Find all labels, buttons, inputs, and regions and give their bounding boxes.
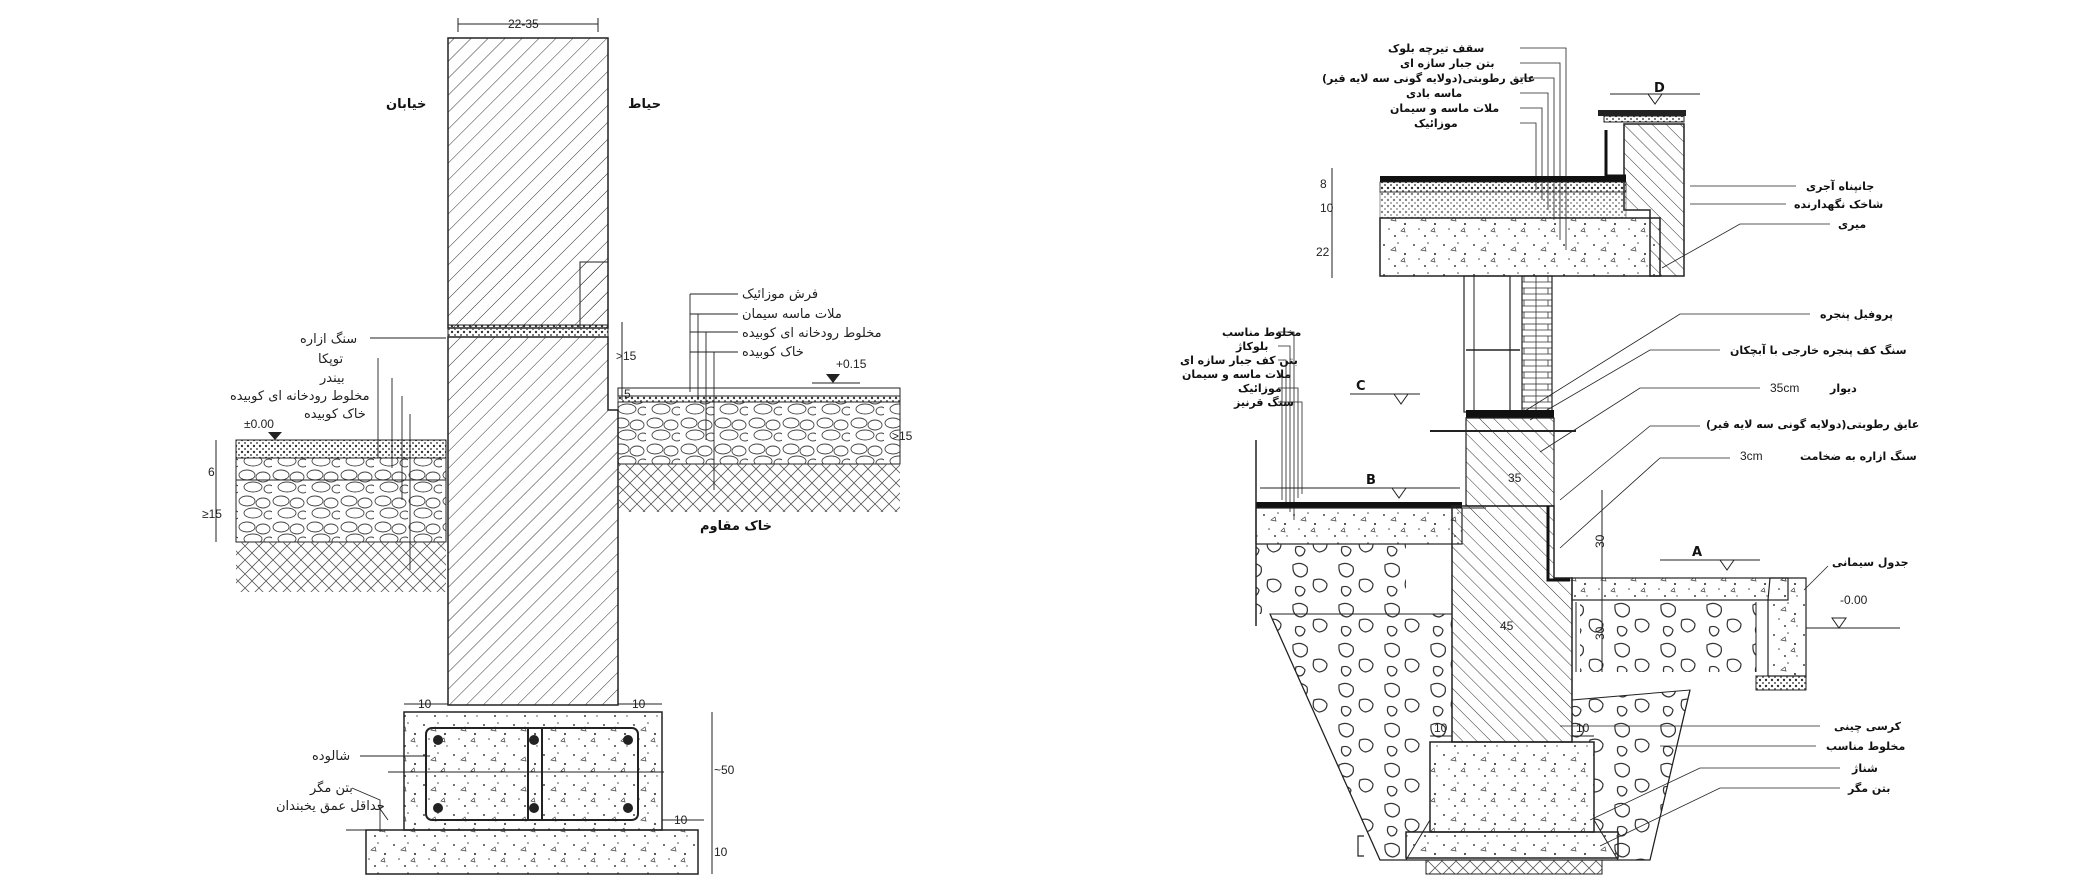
level-zero: -0.00 [1840,593,1868,607]
window-label-4: عایق رطوبتی(دولایه گونی سه لایه قیر) [1706,418,1919,431]
window-label-3: 35cm [1770,381,1799,395]
floor-label-1: بلوکاژ [1235,340,1268,353]
yard-level-label: +0.15 [836,357,867,371]
left-dim-6: 6 [208,465,215,479]
left-label-1: توپکا [318,352,343,367]
foot-dim-50: ~50 [714,763,735,777]
footing-label-0: شالوده [312,749,350,764]
left-layer-mosaic [235,439,447,459]
floor-label-0: مخلوط مناسب [1222,326,1301,339]
wall-step [579,261,609,329]
roof-label-5: موزائیک [1414,117,1458,130]
dim-10b: 10 [1576,721,1590,735]
parapet-label-2: میری [1838,218,1866,231]
right-label-2: مخلوط رودخانه ای کوبیده [742,326,882,341]
right-wall-detail: سقف تیرچه بلوک بتن جبار سازه ای عایق رطو… [1180,42,1919,875]
floor-label-3: ملات ماسه و سیمان [1182,368,1291,381]
foundation-stem [447,336,619,706]
roof-dim-10: 10 [1320,201,1334,215]
right-label-3: خاک کوبیده [742,345,804,360]
exterior-paving [1571,577,1789,601]
cement-curb [1767,577,1807,677]
level-B: B [1366,473,1376,488]
window-label-5: سنگ ازاره به ضخامت [1800,449,1917,463]
brick-lintel [1521,275,1553,413]
base-label-3: بتن مگر [1847,782,1890,795]
floor-label-2: بتن کف جبار سازه ای [1180,354,1298,367]
foot-dim-10c: 10 [674,813,688,827]
window-labels: پروفیل پنجره سنگ کف پنجره خارجی با آبچکا… [1519,308,1919,549]
roof-waterproof [1380,176,1626,182]
roof-label-3: ماسه بادی [1406,87,1462,100]
right-labels: فرش موزائیک ملات ماسه سیمان مخلوط رودخان… [689,287,882,490]
window-label-0: پروفیل پنجره [1820,308,1893,321]
roof-label-1: بتن جبار سازه ای [1400,57,1495,70]
right-label-0: فرش موزائیک [742,287,818,302]
floor-labels: مخلوط مناسب بلوکاژ بتن کف جبار سازه ای م… [1180,326,1303,520]
right-dim-15a: >15 [616,349,637,363]
floor-label-4: موزائیک [1238,382,1282,395]
dim-45: 45 [1500,619,1514,633]
foot-dim-10d: 10 [714,845,728,859]
dim-35: 35 [1508,471,1522,485]
solid-soil-label: خاک مقاوم [700,519,772,534]
level-A: A [1692,545,1702,560]
left-layer-earth [236,542,446,592]
roof-slab [1379,217,1661,277]
right-lean-concrete [1405,831,1619,859]
base-label-2: شناژ [1851,762,1878,775]
base-labels: کرسی چینی مخلوط مناسب شناژ بتن مگر [1560,720,1905,847]
right-layer-mortar [617,395,901,403]
left-labels: سنگ ازاره توپکا بیندر مخلوط رودخانه ای ک… [230,331,446,570]
window-label-1: سنگ کف پنجره خارجی با آبچکان [1730,343,1907,357]
level-C: C [1356,379,1366,394]
dim-30a: 30 [1593,534,1607,548]
footing-label-1: بتن مگر [309,780,353,796]
base-label-1: مخلوط مناسب [1826,740,1905,753]
roof-labels: سقف تیرچه بلوک بتن جبار سازه ای عایق رطو… [1322,42,1567,250]
left-layer-binder [235,457,447,481]
left-label-4: خاک کوبیده [304,407,366,422]
right-dim-5: 5 [624,387,631,401]
right-layer-mosaic [617,387,901,397]
parapet-labels: جانپناه آجری شاخک نگهدارنده میری [1661,179,1883,269]
parapet-label-1: شاخک نگهدارنده [1794,198,1883,211]
base-label-0: کرسی چینی [1834,720,1902,733]
roof-dim-8: 8 [1320,177,1327,191]
right-layer-earth [618,464,900,512]
right-footing [1429,741,1595,833]
left-label-3: مخلوط رودخانه ای کوبیده [230,389,370,404]
right-dim-15c: >15 [892,429,913,443]
interior-floor-slab [1255,507,1463,545]
lean-concrete [365,829,699,875]
top-dim-label: 22-35 [508,17,539,31]
dim-10a: 10 [1434,721,1448,735]
left-foundation-detail: 22-35 خیابان حیاط ±0.00 6 ≥15 سنگ ازاره … [202,17,913,875]
window-label-2: دیوار [1829,382,1857,395]
left-layer-gravel [235,479,447,543]
window-label-6: 3cm [1740,449,1763,463]
roof-label-2: عایق رطوبتی(دولایه گونی سه لایه قیر) [1322,72,1535,85]
foot-dim-10b: 10 [632,697,646,711]
roof-dim-22: 22 [1316,245,1330,259]
footing-label-2: حداقل عمق یخبندان [276,799,385,814]
dim-30b: 30 [1593,626,1607,640]
foot-dim-10a: 10 [418,697,432,711]
damp-course [447,324,609,338]
ground-level-label: ±0.00 [244,417,274,431]
left-label-0: سنگ ازاره [300,331,357,347]
curb-label: جدول سیمانی [1832,556,1909,569]
left-dim-15: ≥15 [202,507,222,521]
right-layer-gravel [617,401,901,465]
floor-label-5: سنگ قرنیز [1233,395,1294,409]
street-label: خیابان [386,97,426,112]
right-label-1: ملات ماسه سیمان [742,307,842,322]
level-D: D [1654,81,1665,96]
parapet-label-0: جانپناه آجری [1806,179,1874,193]
roof-label-0: سقف تیرچه بلوک [1388,42,1484,55]
left-label-2: بیندر [319,371,345,386]
yard-label: حیاط [628,97,661,112]
roof-label-4: ملات ماسه و سیمان [1390,102,1499,115]
